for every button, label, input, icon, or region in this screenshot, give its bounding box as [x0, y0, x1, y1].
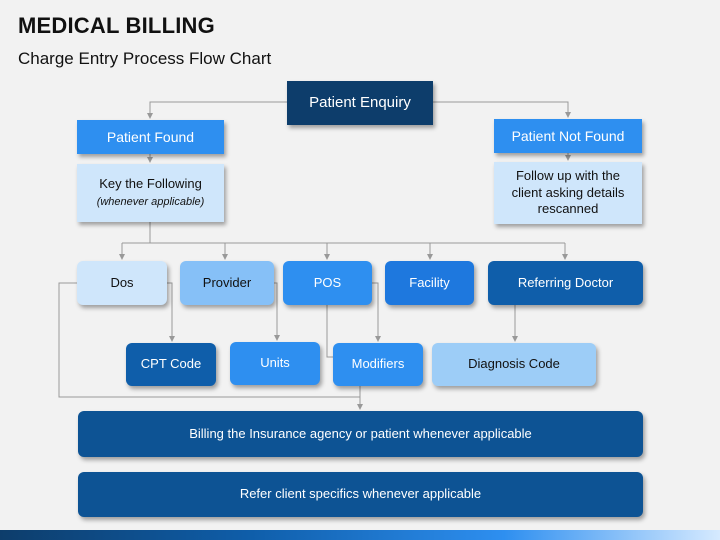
modifiers-box: Modifiers — [333, 343, 423, 386]
dos-box: Dos — [77, 261, 167, 305]
referring-doctor-box: Referring Doctor — [488, 261, 643, 305]
provider-box: Provider — [180, 261, 274, 305]
pos-box: POS — [283, 261, 372, 305]
facility-box: Facility — [385, 261, 474, 305]
connector-pos-loop — [326, 305, 333, 358]
connector-dos-cpt — [167, 282, 175, 342]
patient-not-found-box: Patient Not Found — [494, 119, 642, 153]
connector-enquiry-notfound — [433, 101, 571, 118]
connector-pos-modifiers — [372, 282, 381, 342]
page-title: MEDICAL BILLING — [18, 13, 215, 38]
patient-found-box: Patient Found — [77, 120, 224, 154]
refer-client-box: Refer client specifics whenever applicab… — [78, 472, 643, 517]
key-following-box: Key the Following (whenever applicable) — [77, 164, 224, 222]
connector-dos-loop — [58, 282, 360, 398]
diagnosis-code-box: Diagnosis Code — [432, 343, 596, 386]
units-box: Units — [230, 342, 320, 385]
billing-box: Billing the Insurance agency or patient … — [78, 411, 643, 457]
key-following-label: Key the Following — [99, 176, 202, 192]
cpt-code-box: CPT Code — [126, 343, 216, 386]
patient-enquiry-box: Patient Enquiry — [287, 81, 433, 125]
key-following-note: (whenever applicable) — [96, 196, 205, 209]
follow-up-box: Follow up with the client asking details… — [494, 162, 642, 224]
connector-provider-units — [274, 282, 280, 341]
page-subtitle: Charge Entry Process Flow Chart — [18, 49, 272, 68]
footer-gradient-bar — [0, 530, 720, 540]
connector-enquiry-found — [147, 101, 287, 119]
